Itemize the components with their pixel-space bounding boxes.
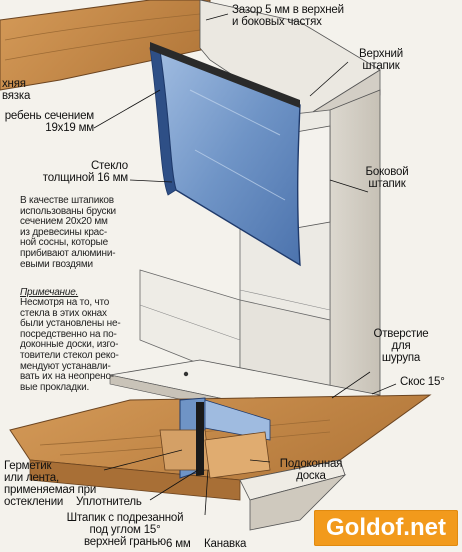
label-top-bead: Верхний штапик — [359, 48, 403, 72]
leader-lines — [93, 13, 397, 516]
label-six-mm: 6 мм — [166, 538, 191, 550]
label-bead-beveled: Штапик с подрезанной под углом 15° верхн… — [66, 512, 184, 548]
sill-board — [9, 394, 432, 531]
label-sealant: Герметик или лента, применяемая при осте… — [4, 460, 97, 508]
note-beads: В качестве штапиков использованы бруски … — [20, 195, 116, 270]
site-logo: Goldof.net — [314, 510, 458, 546]
label-upper-frame: хняя вязка — [2, 78, 31, 102]
label-rib-section: ребень сечением 19x19 мм — [4, 110, 94, 134]
label-side-bead: Боковой штапик — [365, 166, 409, 190]
label-gap: Зазор 5 мм в верхней и боковых частях — [232, 4, 344, 28]
screw-hole-mark — [183, 371, 189, 377]
note-remark-title: Примечание. — [20, 287, 79, 298]
label-sill-board: Подоконная доска — [279, 458, 343, 482]
bottom-glass-detail — [159, 397, 271, 479]
label-groove: Канавка — [204, 538, 247, 550]
label-bevel: Скос 15° — [400, 376, 445, 388]
note-remark-text: Несмотря на то, что стекла в этих окнах … — [20, 297, 121, 393]
glass-pane — [149, 47, 301, 267]
label-screw-hole: Отверстие для шурупа — [373, 328, 429, 364]
label-glass: Стекло толщиной 16 мм — [42, 160, 128, 184]
top-bead-strip — [150, 42, 300, 108]
label-gasket: Уплотнитель — [76, 496, 142, 508]
